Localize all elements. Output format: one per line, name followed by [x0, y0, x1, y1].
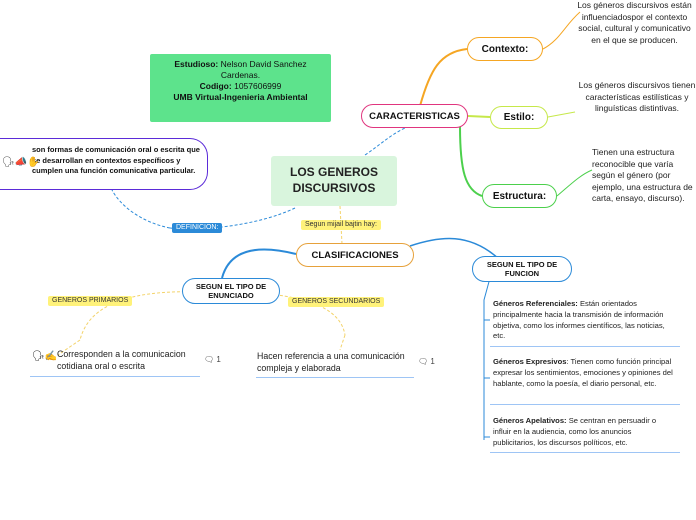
funcion-item-text: : Tienen como función principal expresar… — [493, 357, 673, 388]
funcion-item-title: Géneros Referenciales: — [493, 299, 578, 308]
contexto-node[interactable]: Contexto: — [467, 37, 543, 61]
author-institution: UMB Virtual-Ingenieria Ambiental — [173, 92, 308, 102]
funcion-item-title: Géneros Apelativos: — [493, 416, 567, 425]
primarios-count: 1 — [216, 355, 221, 364]
funcion-item-title: Géneros Expresivos — [493, 357, 567, 366]
funcion-item-text: Están orientados principalmente hacia la… — [493, 299, 665, 341]
secundarios-text: Hacen referencia a una comunicación comp… — [257, 351, 405, 373]
enunciado-title: SEGUN EL TIPO DE ENUNCIADO — [195, 282, 267, 300]
funcion-item-referenciales[interactable]: Géneros Referenciales: Están orientados … — [493, 299, 673, 342]
funcion-node[interactable]: SEGUN EL TIPO DE FUNCION — [472, 256, 572, 282]
primarios-comment-count[interactable]: 🗨 1 — [204, 355, 221, 364]
clasificaciones-tag[interactable]: Segun mijail bajtin hay: — [301, 220, 381, 230]
clasificaciones-node[interactable]: CLASIFICACIONES — [296, 243, 414, 267]
estilo-text: Los géneros discursivos tienen caracterí… — [578, 80, 696, 113]
estilo-label: Estilo: — [503, 112, 535, 123]
estructura-node[interactable]: Estructura: — [482, 184, 557, 208]
comment-icon: 🗨 — [418, 357, 429, 366]
root-node[interactable]: LOS GENEROS DISCURSIVOS — [271, 156, 397, 206]
primarios-text: Corresponden a la comunicacion cotidiana… — [57, 349, 186, 371]
secundarios-tag[interactable]: GENEROS SECUNDARIOS — [288, 297, 385, 307]
secundarios-count: 1 — [430, 357, 435, 366]
funcion-item-expresivos[interactable]: Géneros Expresivos: Tienen como función … — [493, 357, 673, 389]
megaphone-icon: 📣 — [14, 157, 28, 168]
primarios-tag[interactable]: GENEROS PRIMARIOS — [48, 296, 133, 306]
author-name: Nelson David Sanchez Cardenas. — [220, 59, 307, 80]
funcion-title: SEGUN EL TIPO DE FUNCION — [486, 260, 558, 278]
estructura-text: Tienen una estructura reconocible que va… — [592, 147, 693, 203]
speaking-head-icon: 🗣 — [2, 157, 15, 168]
code-label: Codigo: — [199, 81, 232, 91]
estructura-label: Estructura: — [492, 190, 547, 202]
clasificaciones-title: CLASIFICACIONES — [311, 249, 399, 261]
caracteristicas-title: CARACTERISTICAS — [369, 110, 460, 122]
definicion-tag[interactable]: DEFINICION: — [172, 223, 223, 233]
speaking-writing-icon: 🗣✍ — [32, 351, 58, 362]
author-box[interactable]: Estudioso: Nelson David Sanchez Cardenas… — [150, 54, 331, 122]
caracteristicas-node[interactable]: CARACTERISTICAS — [361, 104, 468, 128]
estilo-node[interactable]: Estilo: — [490, 106, 548, 129]
contexto-text: Los géneros discursivos están influencia… — [577, 0, 692, 45]
funcion-item-apelativos[interactable]: Géneros Apelativos: Se centran en persua… — [493, 416, 673, 448]
enunciado-node[interactable]: SEGUN EL TIPO DE ENUNCIADO — [182, 278, 280, 304]
comment-icon: 🗨 — [204, 355, 215, 364]
contexto-label: Contexto: — [481, 43, 529, 55]
definicion-node[interactable]: son formas de comunicación oral o escrit… — [0, 138, 208, 190]
hand-icon: ✋ — [27, 157, 40, 168]
root-title: LOS GENEROS DISCURSIVOS — [289, 165, 378, 195]
people-icons: 🗣📣✋ — [2, 158, 40, 168]
author-code: 1057606999 — [234, 81, 282, 91]
secundarios-comment-count[interactable]: 🗨 1 — [418, 357, 435, 366]
funcion-item-text: Se centran en persuadir o influir en la … — [493, 416, 657, 447]
author-label: Estudioso: — [174, 59, 219, 69]
definicion-text: son formas de comunicación oral o escrit… — [32, 145, 200, 175]
